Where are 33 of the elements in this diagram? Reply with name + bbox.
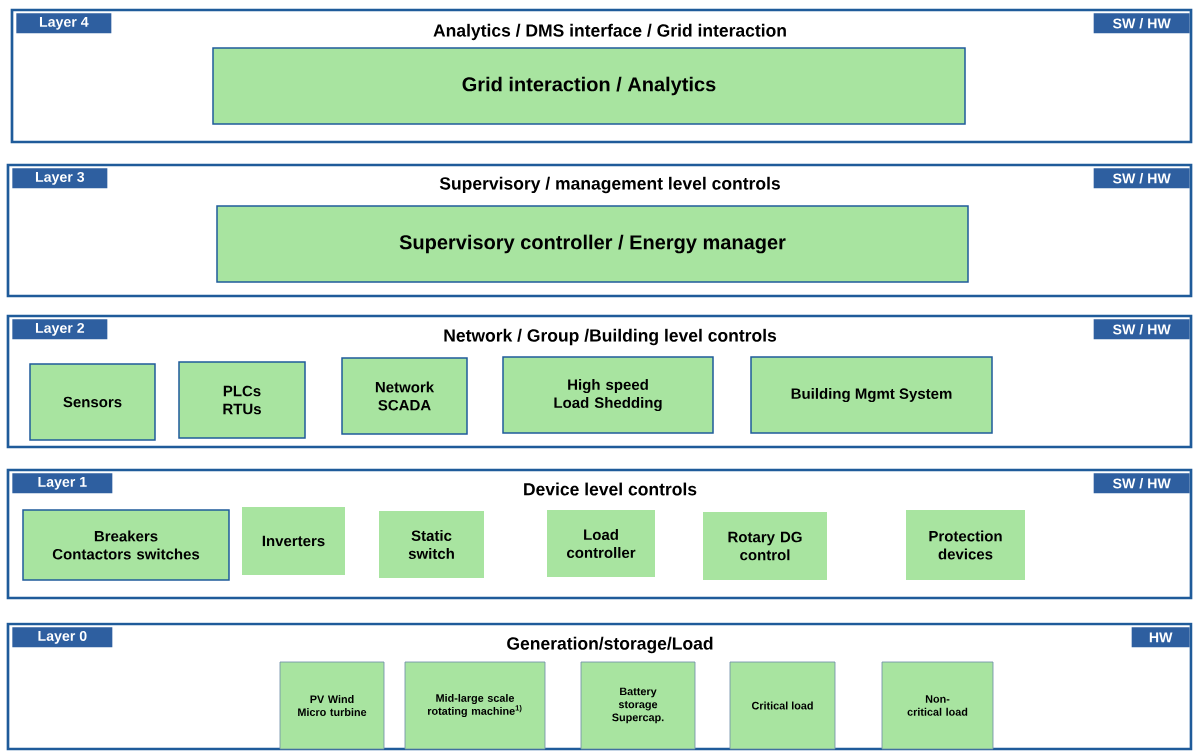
layer-tab: Layer 1: [12, 473, 113, 494]
component-box: Inverters: [242, 507, 345, 575]
component-box: Protection devices: [906, 510, 1025, 580]
component-box: Load controller: [547, 510, 655, 577]
component-box: Rotary DG control: [703, 512, 827, 580]
layer-tag: SW / HW: [1093, 168, 1190, 189]
layer-heading: Analytics / DMS interface / Grid interaction: [433, 23, 786, 41]
component-box: PLCs RTUs: [178, 361, 306, 439]
component-box: Network SCADA: [341, 357, 468, 435]
component-box: Mid-large scale rotating machine$^{1)}$: [404, 661, 546, 750]
component-box: High speed Load Shedding: [502, 356, 714, 434]
component-box: Supervisory controller / Energy manager: [216, 205, 969, 283]
layer-tag: SW / HW: [1093, 319, 1190, 340]
layer-heading: Supervisory / management level controls: [439, 176, 780, 194]
layer-tab: Layer 0: [12, 627, 113, 648]
component-box: Building Mgmt System: [750, 356, 993, 434]
layer-tag: HW: [1131, 627, 1190, 648]
layer-heading: Device level controls: [524, 482, 697, 496]
layer-tab: Layer 2: [12, 319, 108, 340]
component-box: Critical load: [729, 661, 836, 750]
component-box: Breakers Contactors switches: [22, 509, 230, 581]
component-box: PV Wind Micro turbine: [279, 661, 385, 750]
component-box: Sensors: [29, 363, 156, 441]
component-box: Battery storage Supercap.: [580, 661, 696, 750]
layer-tag: SW / HW: [1093, 473, 1190, 494]
component-box: Non-critical load: [881, 661, 994, 750]
component-box: Static switch: [379, 511, 484, 578]
layer-tab: Layer 3: [12, 168, 108, 189]
component-box: Grid interaction / Analytics: [212, 47, 966, 125]
layer-heading: Generation/storage/Load: [507, 636, 713, 654]
layer-tag: SW / HW: [1093, 13, 1190, 34]
layer-heading: Network / Group /Building level controls: [444, 328, 777, 346]
layer-tab: Layer 4: [16, 13, 112, 34]
